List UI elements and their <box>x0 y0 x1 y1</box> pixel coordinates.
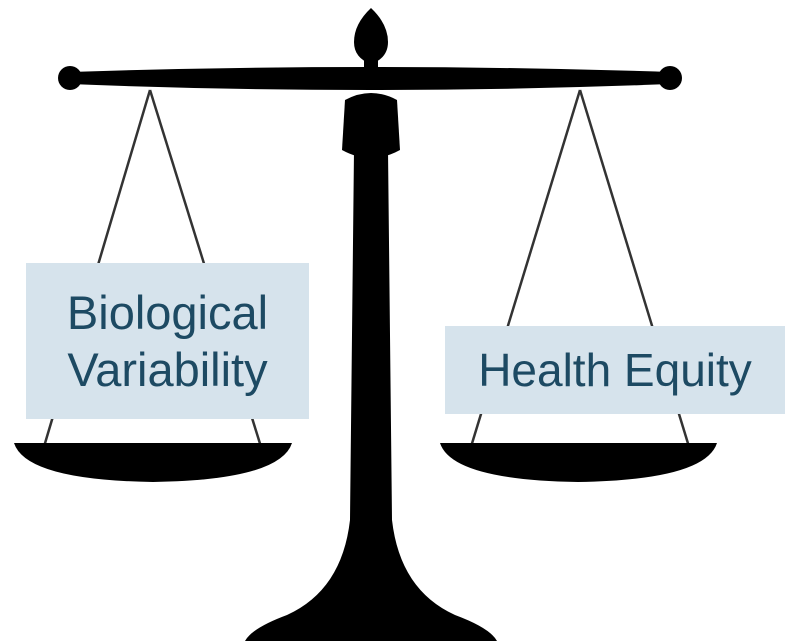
beam-end-right <box>658 66 682 90</box>
left-label-line-1: Biological <box>66 285 269 339</box>
scale-pillar <box>245 150 497 641</box>
biological-variability-label: Biological Variability <box>26 263 309 419</box>
scale-finial <box>354 8 388 64</box>
scale-knob <box>342 93 400 158</box>
left-pan <box>14 443 292 482</box>
right-label-text: Health Equity <box>478 343 752 396</box>
beam-end-left <box>58 66 82 90</box>
finial-neck <box>364 58 378 76</box>
health-equity-label: Health Equity <box>445 326 785 414</box>
scale-beam <box>70 67 670 90</box>
left-label-line-2: Variability <box>67 343 268 396</box>
right-pan <box>440 443 717 482</box>
